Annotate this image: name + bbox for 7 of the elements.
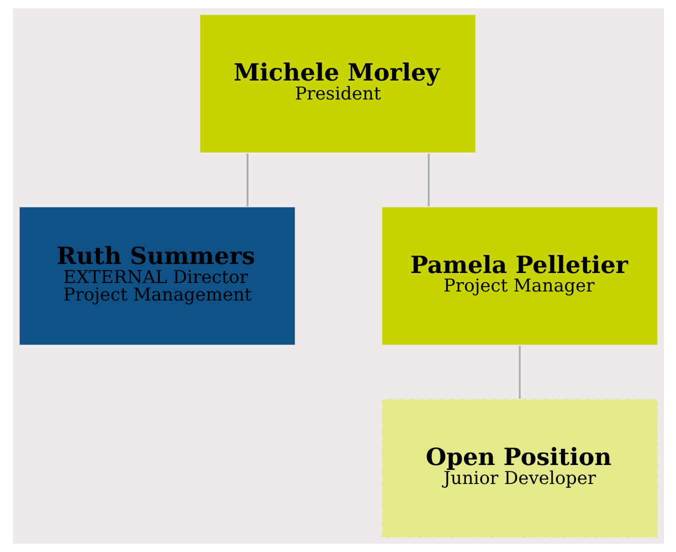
- node-box: Open Position Junior Developer: [380, 398, 658, 539]
- connector: [427, 154, 430, 206]
- connector: [518, 346, 520, 399]
- node-box: Pamela Pelletier Project Manager: [380, 206, 658, 346]
- node-box: Ruth Summers EXTERNAL Director Project Management: [18, 206, 296, 346]
- node-box: Michele Morley President: [198, 13, 476, 154]
- connector: [246, 154, 248, 206]
